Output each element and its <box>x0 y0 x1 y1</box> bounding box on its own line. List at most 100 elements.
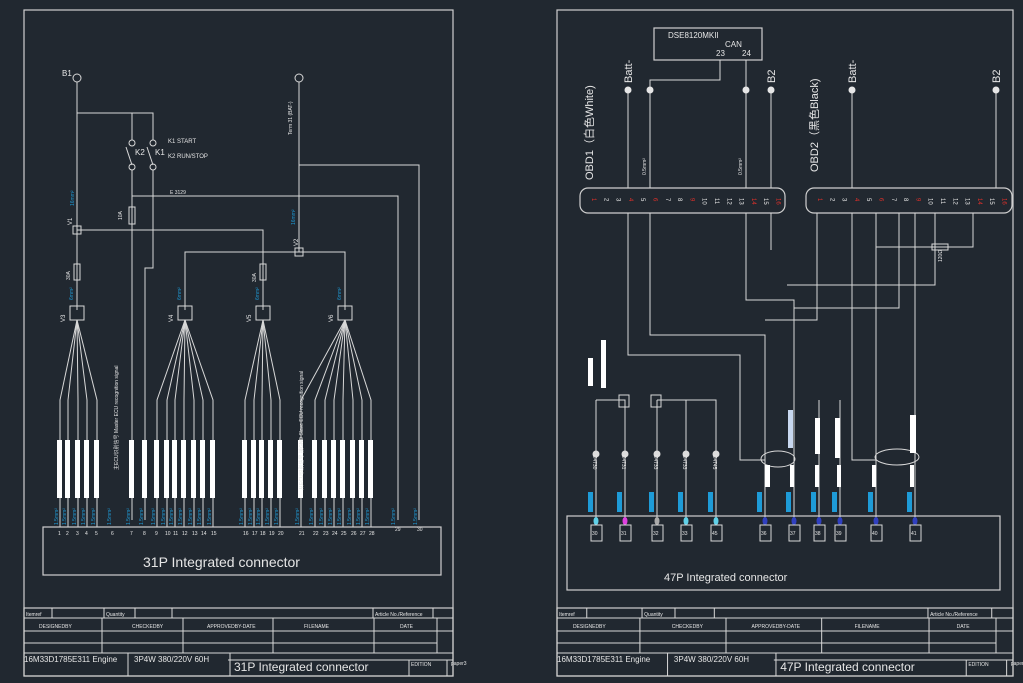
pin-wire-size: 1.5mm² <box>309 508 315 525</box>
pin-wire-size: 1.5mm² <box>207 508 213 525</box>
e3129-label: E 3129 <box>170 190 186 196</box>
obd2-pin: 10 <box>927 198 933 205</box>
obd1-b2-label: B2 <box>766 70 778 83</box>
pin-box <box>834 524 847 542</box>
k2-label: K2 <box>135 148 145 157</box>
splice-label: V5 <box>247 314 253 322</box>
pin-number: 3 <box>76 531 79 537</box>
pin-number: 21 <box>299 531 305 537</box>
pin-number: 30 <box>417 527 423 533</box>
obd1-pin: 9 <box>688 198 694 202</box>
power-label: 3P4W 380/220V 60H <box>674 655 749 664</box>
wire-tag <box>340 440 345 498</box>
wire-tag <box>268 440 273 498</box>
wire-tag <box>191 440 196 498</box>
left-sheet-frame <box>23 9 454 677</box>
paper-label: paper4 <box>1011 661 1023 667</box>
wire-tag <box>172 440 177 498</box>
wire-size-label: 6mm² <box>255 287 261 300</box>
obd2-pin: 12 <box>951 198 957 205</box>
obd2-pin: 9 <box>914 198 920 202</box>
obd1-pin: 12 <box>725 198 731 205</box>
wire-tag <box>57 440 62 498</box>
v1-label: V1 <box>68 217 74 225</box>
wire-tag <box>312 440 317 498</box>
pin-number: 8 <box>143 531 146 537</box>
pin-number: 40 <box>872 531 878 537</box>
wire-tag <box>298 440 303 498</box>
designedby-label: DESIGNEDBY <box>39 624 72 630</box>
quantity-label: Quantity <box>644 612 663 618</box>
controller-bus: CAN <box>725 40 742 49</box>
wire-tag <box>242 440 247 498</box>
pin-wire-size: 1.5mm² <box>328 508 334 525</box>
pin-wire-size: 1.5mm² <box>347 508 353 525</box>
obd1-pin: 8 <box>676 198 682 202</box>
splice-label: V6 <box>329 314 335 322</box>
wire-tag <box>617 492 622 512</box>
left-power-circuit: B1 K2 K1 K1 START K2 RUN/STOP 10A E 3129… <box>54 69 423 537</box>
obd2-pin: 6 <box>878 198 884 202</box>
splice-v2 <box>294 247 304 257</box>
filename-label: FILENAME <box>855 624 881 630</box>
b1-label: B1 <box>62 69 72 78</box>
obd2-pin: 15 <box>988 198 994 205</box>
pin-box <box>759 524 772 542</box>
pin-number: 16 <box>243 531 249 537</box>
pin-number: 33 <box>682 531 688 537</box>
obd2-pin: 4 <box>853 198 859 202</box>
pin-number: 17 <box>252 531 258 537</box>
wire-tag <box>832 492 837 512</box>
pin-number: 29 <box>395 527 401 533</box>
controller-pin-24: 24 <box>742 49 751 58</box>
fuse-10a-label: 10A <box>118 210 124 220</box>
pin-number: 31 <box>621 531 627 537</box>
wire-marker-icon <box>682 450 690 458</box>
pin-box <box>813 524 826 542</box>
can-wire-size-1: 0.5mm² <box>642 158 648 175</box>
wire-tag <box>811 492 816 512</box>
pin-terminal-icon <box>654 517 660 525</box>
wire-size-v2: 16mm² <box>291 209 297 225</box>
pin-number: 36 <box>761 531 767 537</box>
fuse-30a-b-label: 30A <box>252 272 258 282</box>
pin-wire-size: 1.5mm² <box>107 508 113 525</box>
obd2-pin: 1 <box>816 198 822 202</box>
engine-label: 16M33D1785E311 Engine <box>24 655 118 664</box>
pin-wire-size: 1.5mm² <box>295 508 301 525</box>
pin-number: 30 <box>592 531 598 537</box>
checkedby-label: CHECKEDBY <box>132 624 164 630</box>
sheet-title: 31P Integrated connector <box>234 660 369 674</box>
pin-number: 4 <box>85 531 88 537</box>
wire-tag <box>259 440 264 498</box>
pin-number: 37 <box>790 531 796 537</box>
splice-label: V3 <box>61 314 67 322</box>
k1-label: K1 <box>155 148 165 157</box>
pin-terminal-icon <box>912 517 918 525</box>
pin-wire-size: 1.5mm² <box>81 508 87 525</box>
pin-wire-size: 1.5mm² <box>337 508 343 525</box>
wire-tag <box>251 440 256 498</box>
pin-number: 1 <box>58 531 61 537</box>
pin-wire-size: 1.5mm² <box>72 508 78 525</box>
article-label: Article No./Reference <box>375 612 423 618</box>
k1-desc: K1 START <box>168 139 196 145</box>
obd1-pin: 5 <box>639 198 645 202</box>
obd1-pin: 6 <box>652 198 658 202</box>
pin-number: 15 <box>211 531 217 537</box>
k2-desc: K2 RUN/STOP <box>168 154 208 160</box>
controller-name: DSE8120MKII <box>668 31 719 40</box>
pin-number: 2 <box>66 531 69 537</box>
obd1-pin: 10 <box>701 198 707 205</box>
pin-wire-size: 1.5mm² <box>178 508 184 525</box>
wire-tag <box>359 440 364 498</box>
wire-marker-icon <box>712 450 720 458</box>
filename-label: FILENAME <box>304 624 330 630</box>
wire-codes: E4730 E4731 E4733 E4733 E4745 <box>591 455 717 470</box>
pin-box <box>909 524 922 542</box>
article-label: Article No./Reference <box>930 612 978 618</box>
31p-connector <box>42 526 442 576</box>
pin-terminal-icon <box>762 517 768 525</box>
itemref-label: Itemref <box>26 612 42 618</box>
wire-tag <box>181 440 186 498</box>
